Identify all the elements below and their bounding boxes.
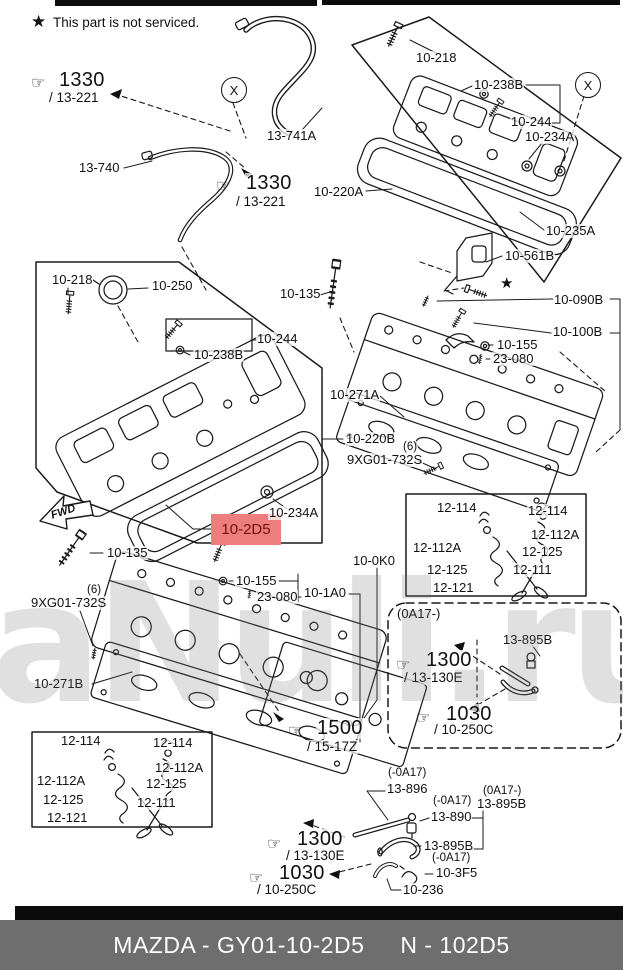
part-label-13-895B: 13-895B <box>502 632 554 647</box>
part-label-1030: 1030 <box>445 703 493 725</box>
part-label-1300: 1300 <box>296 828 344 850</box>
part-label-10-271B: 10-271B <box>33 676 85 691</box>
applicability-hand-icon: ☞ <box>216 178 231 195</box>
part-label-13-221: / 13-221 <box>235 194 287 210</box>
part-label-13-896: 13-896 <box>386 781 429 796</box>
applicability-hand-icon: ☞ <box>31 75 46 92</box>
part-label-10-155: 10-155 <box>235 573 278 588</box>
x-marker-right: X <box>575 72 601 98</box>
part-label-10-218: 10-218 <box>51 272 94 287</box>
applicability-hand-icon: ☞ <box>249 870 264 887</box>
part-label-13-740: 13-740 <box>78 160 121 175</box>
part-label-12-112A: 12-112A <box>530 527 581 542</box>
part-label-12-114: 12-114 <box>60 733 102 748</box>
part-label-10-3F5: 10-3F5 <box>435 865 479 880</box>
part-label-12-114: 12-114 <box>436 500 478 515</box>
part-label-1330: 1330 <box>245 172 293 194</box>
part-label-12-125: 12-125 <box>521 544 564 559</box>
part-label-10-250: 10-250 <box>151 278 194 293</box>
part-label-12-114: 12-114 <box>527 503 569 518</box>
part-label-10-250C: / 10-250C <box>433 722 495 738</box>
part-label-12-121: 12-121 <box>432 580 475 595</box>
footer-code: N - 102D5 <box>400 931 510 958</box>
part-label-15-17Z: / 15-17Z <box>306 739 359 755</box>
part-label-12-112A: 12-112A <box>36 773 87 788</box>
range-note-0A17: (0A17-) <box>396 606 442 621</box>
star-icon: ★ <box>500 275 514 292</box>
part-label-13-221: / 13-221 <box>48 90 100 106</box>
part-label-23-080: 23-080 <box>256 589 299 604</box>
part-label-12-125: 12-125 <box>426 562 469 577</box>
range-note--0A17: (-0A17) <box>431 852 472 865</box>
part-label-10-155: 10-155 <box>496 337 539 352</box>
header-note: This part is not serviced. <box>52 15 201 31</box>
part-label-10-100B: 10-100B <box>552 324 604 339</box>
part-label-10-2D5: 10-2D5 <box>221 521 271 538</box>
part-label-10-090B: 10-090B <box>553 292 605 307</box>
part-label-10-271A: 10-271A <box>329 387 381 402</box>
x-marker-left: X <box>221 77 247 103</box>
part-label-10-218: 10-218 <box>415 50 458 65</box>
part-label-12-121: 12-121 <box>46 810 89 825</box>
footer-bar: MAZDA - GY01-10-2D5 N - 102D5 <box>0 920 623 970</box>
part-label-12-111: 12-111 <box>136 795 177 810</box>
part-label-10-238B: 10-238B <box>473 77 525 92</box>
applicability-hand-icon: ☞ <box>267 836 282 853</box>
part-label-12-114: 12-114 <box>152 735 194 750</box>
part-label-10-244: 10-244 <box>256 331 299 346</box>
applicability-hand-icon: ☞ <box>396 657 411 674</box>
part-label-10-234A: 10-234A <box>524 129 576 144</box>
part-label-10-0K0: 10-0K0 <box>352 553 396 568</box>
part-label-10-238B: 10-238B <box>193 347 245 362</box>
part-label-10-220A: 10-220A <box>313 184 365 199</box>
part-label-13-130E: / 13-130E <box>285 848 346 864</box>
scan-strip-top-left <box>55 0 317 6</box>
part-label-13-895B: 13-895B <box>423 838 475 853</box>
part-label-1300: 1300 <box>425 649 473 671</box>
x-marker-letter: X <box>229 82 239 98</box>
part-label-10-244: 10-244 <box>510 114 553 129</box>
part-label-10-236: 10-236 <box>402 882 445 897</box>
applicability-hand-icon: ☞ <box>416 710 431 727</box>
part-label-23-080: 23-080 <box>492 351 535 366</box>
part-label-12-112A: 12-112A <box>154 760 205 775</box>
range-note--0A17: (-0A17) <box>432 795 473 808</box>
star-icon: ★ <box>31 12 47 31</box>
part-label-13-895B: 13-895B <box>476 796 528 811</box>
part-label-10-135: 10-135 <box>279 286 322 301</box>
part-label-13-741A: 13-741A <box>266 128 318 143</box>
part-label-12-111: 12-111 <box>512 562 553 577</box>
range-note-0A17: (0A17-) <box>482 785 523 798</box>
part-label-10-234A: 10-234A <box>268 505 320 520</box>
x-marker-letter: X <box>583 77 593 93</box>
range-note--0A17: (-0A17) <box>387 767 428 780</box>
part-label-10-135: 10-135 <box>106 545 149 560</box>
part-label-1330: 1330 <box>58 69 106 91</box>
quantity-note: (6) <box>86 584 103 597</box>
part-label-10-235A: 10-235A <box>545 223 597 238</box>
footer-brand-part: MAZDA - GY01-10-2D5 <box>113 931 365 958</box>
part-label-13-890: 13-890 <box>430 809 473 824</box>
part-label-1500: 1500 <box>316 717 364 739</box>
part-label-10-220B: 10-220B <box>345 431 397 446</box>
quantity-note: (6) <box>402 441 419 454</box>
part-label-12-125: 12-125 <box>145 776 188 791</box>
part-label-1030: 1030 <box>278 862 326 884</box>
part-label-12-112A: 12-112A <box>412 540 463 555</box>
part-label-12-125: 12-125 <box>42 792 85 807</box>
part-label-10-250C: / 10-250C <box>256 882 318 898</box>
part-label-10-1A0: 10-1A0 <box>303 585 347 600</box>
part-label-13-130E: / 13-130E <box>403 670 464 686</box>
part-label-10-561B: 10-561B <box>504 248 556 263</box>
scan-strip-bottom <box>15 906 623 920</box>
part-label-9XG01-732S: 9XG01-732S <box>346 452 424 467</box>
applicability-hand-icon: ☞ <box>288 723 303 740</box>
part-label-9XG01-732S: 9XG01-732S <box>30 595 108 610</box>
scan-strip-top-right <box>322 0 620 5</box>
